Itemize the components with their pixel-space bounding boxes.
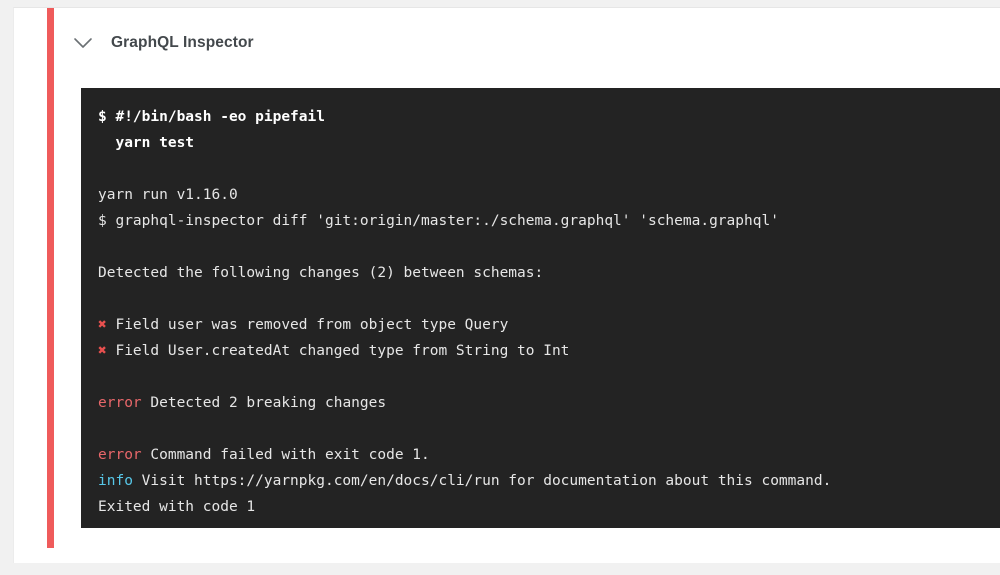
log-line — [98, 156, 1000, 182]
log-token-plain: Detected 2 breaking changes — [141, 395, 387, 411]
log-line — [98, 364, 1000, 390]
log-token-plain: yarn run v1.16.0 — [98, 187, 238, 203]
log-token-bold: $ #!/bin/bash -eo pipefail — [98, 109, 325, 125]
log-token-error: error — [98, 395, 142, 411]
log-line — [98, 234, 1000, 260]
log-line: ✖ Field User.createdAt changed type from… — [98, 338, 1000, 364]
chevron-down-icon[interactable] — [69, 29, 97, 57]
step-status-rail-failed — [47, 8, 54, 548]
log-token-cross: ✖ — [98, 343, 107, 359]
log-line: yarn test — [98, 130, 1000, 156]
log-line — [98, 416, 1000, 442]
step-header[interactable]: GraphQL Inspector — [69, 24, 254, 62]
log-token-bold: yarn test — [98, 135, 195, 151]
log-token-info: info — [98, 473, 133, 489]
log-line: info Visit https://yarnpkg.com/en/docs/c… — [98, 468, 1000, 494]
log-token-plain: Field User.createdAt changed type from S… — [106, 343, 570, 359]
log-line: Detected the following changes (2) betwe… — [98, 260, 1000, 286]
build-step-card: GraphQL Inspector $ #!/bin/bash -eo pipe… — [13, 7, 1000, 563]
log-token-cross: ✖ — [98, 317, 107, 333]
log-token-plain: Detected the following changes (2) betwe… — [98, 265, 544, 281]
log-line: error Command failed with exit code 1. — [98, 442, 1000, 468]
log-token-plain: Visit https://yarnpkg.com/en/docs/cli/ru… — [132, 473, 832, 489]
log-line: $ graphql-inspector diff 'git:origin/mas… — [98, 208, 1000, 234]
log-token-plain: Exited with code 1 — [98, 499, 256, 515]
step-title: GraphQL Inspector — [111, 34, 254, 51]
log-token-plain: Field user was removed from object type … — [106, 317, 509, 333]
build-log-console[interactable]: $ #!/bin/bash -eo pipefail yarn test yar… — [81, 88, 1000, 528]
log-line: ✖ Field user was removed from object typ… — [98, 312, 1000, 338]
log-line: Exited with code 1 — [98, 494, 1000, 520]
log-token-plain: $ graphql-inspector diff 'git:origin/mas… — [98, 213, 779, 229]
log-line — [98, 286, 1000, 312]
log-line: error Detected 2 breaking changes — [98, 390, 1000, 416]
log-token-error: error — [98, 447, 142, 463]
log-token-plain: Command failed with exit code 1. — [141, 447, 430, 463]
log-line: $ #!/bin/bash -eo pipefail — [98, 104, 1000, 130]
build-log-output: $ #!/bin/bash -eo pipefail yarn test yar… — [81, 104, 1000, 520]
log-line: yarn run v1.16.0 — [98, 182, 1000, 208]
